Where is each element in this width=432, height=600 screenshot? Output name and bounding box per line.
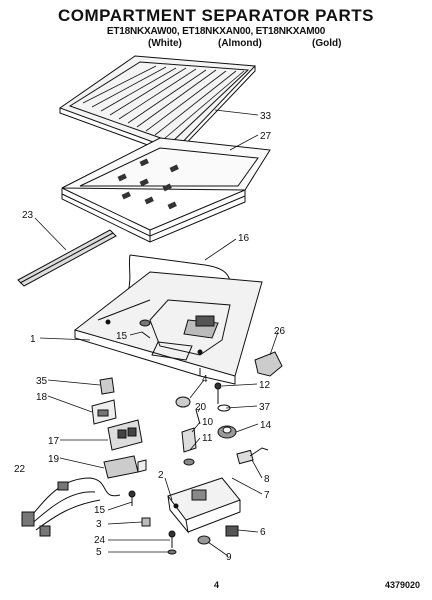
callout-27: 27 <box>260 131 272 142</box>
callout-33: 33 <box>260 111 272 122</box>
callout-1: 1 <box>30 334 36 345</box>
part-9-grommet <box>197 535 211 545</box>
callout-17: 17 <box>48 436 60 447</box>
callout-11: 11 <box>202 433 213 444</box>
part-18-plate <box>91 399 117 425</box>
small-hardware <box>175 382 231 425</box>
callout-7: 7 <box>264 490 270 501</box>
callout-16: 16 <box>238 233 250 244</box>
callout-22: 22 <box>14 464 26 475</box>
callout-23: 23 <box>22 210 34 221</box>
page-number: 4 <box>214 580 220 590</box>
color-almond: (Almond) <box>218 38 262 49</box>
callout-14: 14 <box>260 420 272 431</box>
part-15-screw-lower <box>128 490 136 506</box>
part-17-control-box <box>107 419 143 451</box>
part-27-frame <box>61 137 271 243</box>
callout-12: 12 <box>259 380 271 391</box>
callout-6: 6 <box>260 527 266 538</box>
callout-10: 10 <box>202 417 214 428</box>
callout-15-upper: 15 <box>116 331 128 342</box>
part-8-thermostat <box>236 447 269 465</box>
callout-8: 8 <box>264 474 270 485</box>
callout-3: 3 <box>96 519 102 530</box>
callout-35: 35 <box>36 376 48 387</box>
callout-4: 4 <box>202 374 208 385</box>
part-1-separator-panel <box>73 271 263 385</box>
callout-20: 20 <box>195 402 207 413</box>
color-white: (White) <box>148 38 182 49</box>
callout-labels: 33 27 23 16 1 26 15 35 18 4 12 37 20 10 … <box>14 111 286 563</box>
callout-24: 24 <box>94 535 106 546</box>
part-24-screw <box>167 530 177 555</box>
page-title: COMPARTMENT SEPARATOR PARTS <box>57 6 375 25</box>
part-35-clip <box>99 377 115 395</box>
callout-26: 26 <box>274 326 286 337</box>
callout-9: 9 <box>226 552 232 563</box>
part-23-strip <box>17 229 117 287</box>
part-22-harness <box>21 477 121 537</box>
callout-2: 2 <box>158 470 164 481</box>
part-10-bracket <box>181 427 197 466</box>
part-19-light-socket <box>103 455 147 479</box>
part-15-screw-upper <box>141 331 151 339</box>
callout-37: 37 <box>259 402 271 413</box>
callout-19: 19 <box>48 454 60 465</box>
callout-18: 18 <box>36 392 48 403</box>
callout-5: 5 <box>96 547 102 558</box>
part-3-clip <box>141 517 151 527</box>
part-6-block <box>225 525 239 537</box>
part-14-knob <box>217 425 237 439</box>
document-number: 4379020 <box>384 580 420 590</box>
part-2-lower-bracket <box>167 477 241 534</box>
color-gold: (Gold) <box>312 38 342 49</box>
leader-lines <box>34 109 279 557</box>
model-numbers: ET18NKXAW00, ET18NKXAN00, ET18NKXAM00 <box>106 26 326 37</box>
part-26-sheet <box>254 351 283 377</box>
callout-15-lower: 15 <box>94 505 106 516</box>
